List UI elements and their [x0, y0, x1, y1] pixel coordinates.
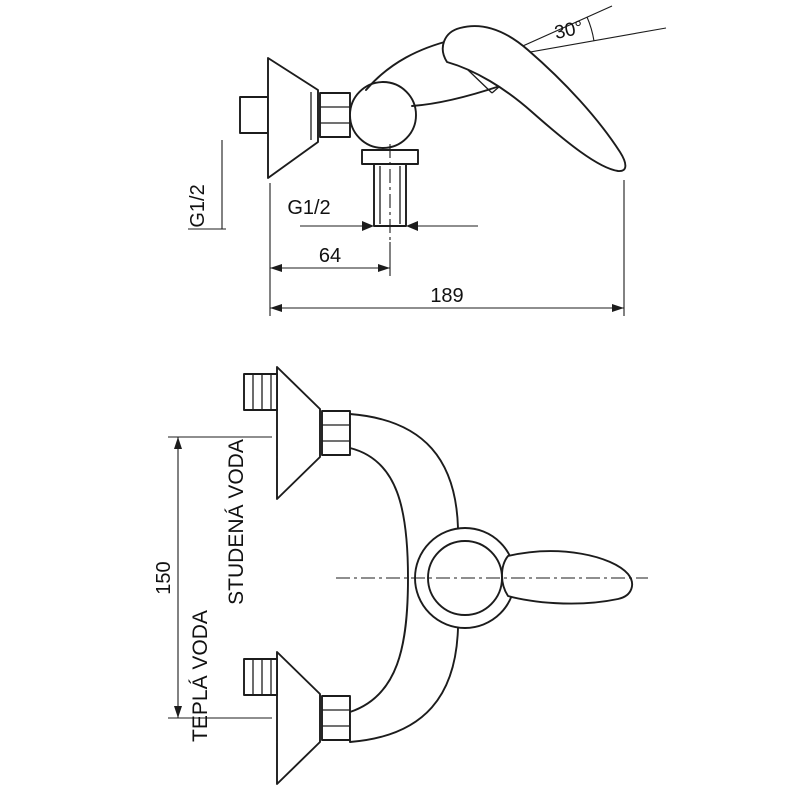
label-cold-water: STUDENÁ VODA: [225, 439, 248, 605]
arrowhead: [174, 706, 182, 718]
angle-label: 30°: [553, 17, 585, 44]
mixer-body: [349, 81, 417, 149]
thread-label-wall: G1/2: [187, 140, 226, 230]
arrowhead: [174, 437, 182, 449]
dim-150: 150: [153, 436, 272, 719]
arrowhead: [406, 221, 418, 231]
arrowhead: [362, 221, 374, 231]
dim-64-label: 64: [319, 245, 341, 267]
wall-connector-bottom: [243, 658, 278, 696]
escutcheon: [267, 57, 319, 179]
angle-arc: [586, 16, 595, 42]
arrowhead: [612, 304, 624, 312]
spout-bottom-edge: [411, 85, 501, 107]
arrowhead: [270, 264, 282, 272]
dim-64: 64: [270, 245, 390, 272]
hex-nut-top: [321, 410, 351, 456]
lever-handle-plan: [501, 550, 633, 605]
escutcheon-top: [276, 366, 321, 500]
dim-150-label: 150: [153, 561, 175, 594]
lever-handle: [441, 25, 627, 172]
wall-connector-top: [243, 373, 278, 411]
thread-label-outlet: G1/2: [287, 197, 478, 231]
mixer-body-plan: [349, 413, 459, 743]
wall-connector: [239, 96, 269, 134]
arrowhead: [378, 264, 390, 272]
dim-189: 189: [270, 285, 624, 312]
escutcheon-bottom: [276, 651, 321, 785]
outlet-thread-label: G1/2: [287, 197, 330, 219]
wall-thread-label: G1/2: [187, 184, 209, 227]
side-view: 30° G1/2: [187, 5, 667, 316]
hex-nut: [319, 92, 351, 138]
label-hot-water: TEPLÁ VODA: [189, 610, 212, 742]
hex-nut-bottom: [321, 695, 351, 741]
dim-189-label: 189: [430, 285, 463, 307]
arrowhead: [270, 304, 282, 312]
spout-top-edge: [365, 39, 453, 91]
plan-view: 150 STUDENÁ VODA TEPLÁ VODA: [153, 366, 648, 785]
